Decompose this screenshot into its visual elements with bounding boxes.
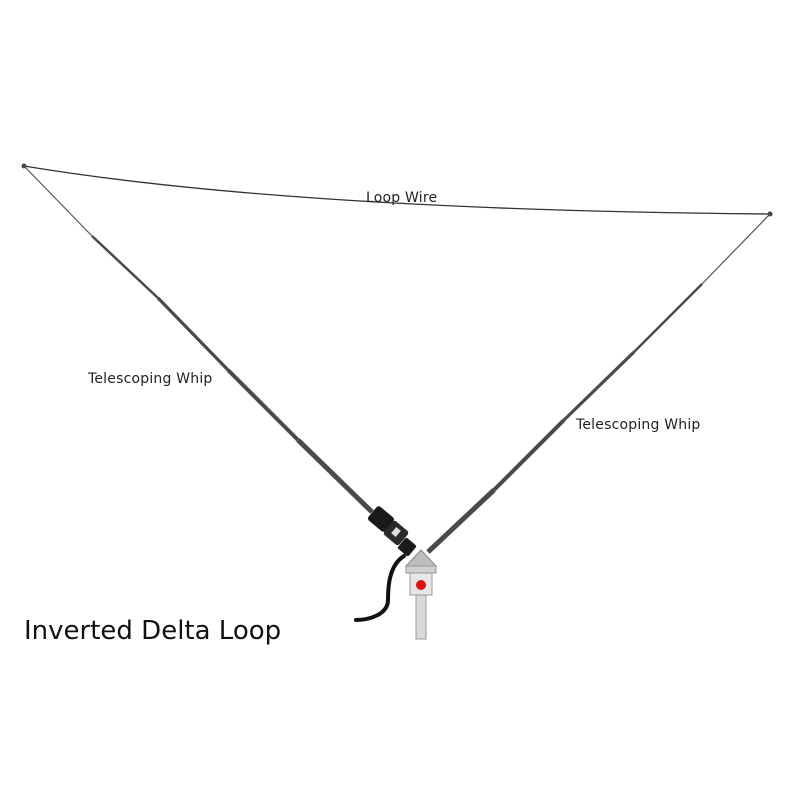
coax-connector [368,506,417,557]
left-whip-label: Telescoping Whip [88,371,213,387]
coax-cable [354,554,406,622]
antenna-mount [404,549,438,640]
red-indicator [416,580,426,590]
diagram-title: Inverted Delta Loop [24,616,282,646]
right-telescoping-whip [426,213,771,554]
right-whip-label: Telescoping Whip [576,417,701,433]
left-telescoping-whip [23,165,374,514]
loop-wire [23,165,771,215]
loop-wire-label: Loop Wire [366,190,438,206]
